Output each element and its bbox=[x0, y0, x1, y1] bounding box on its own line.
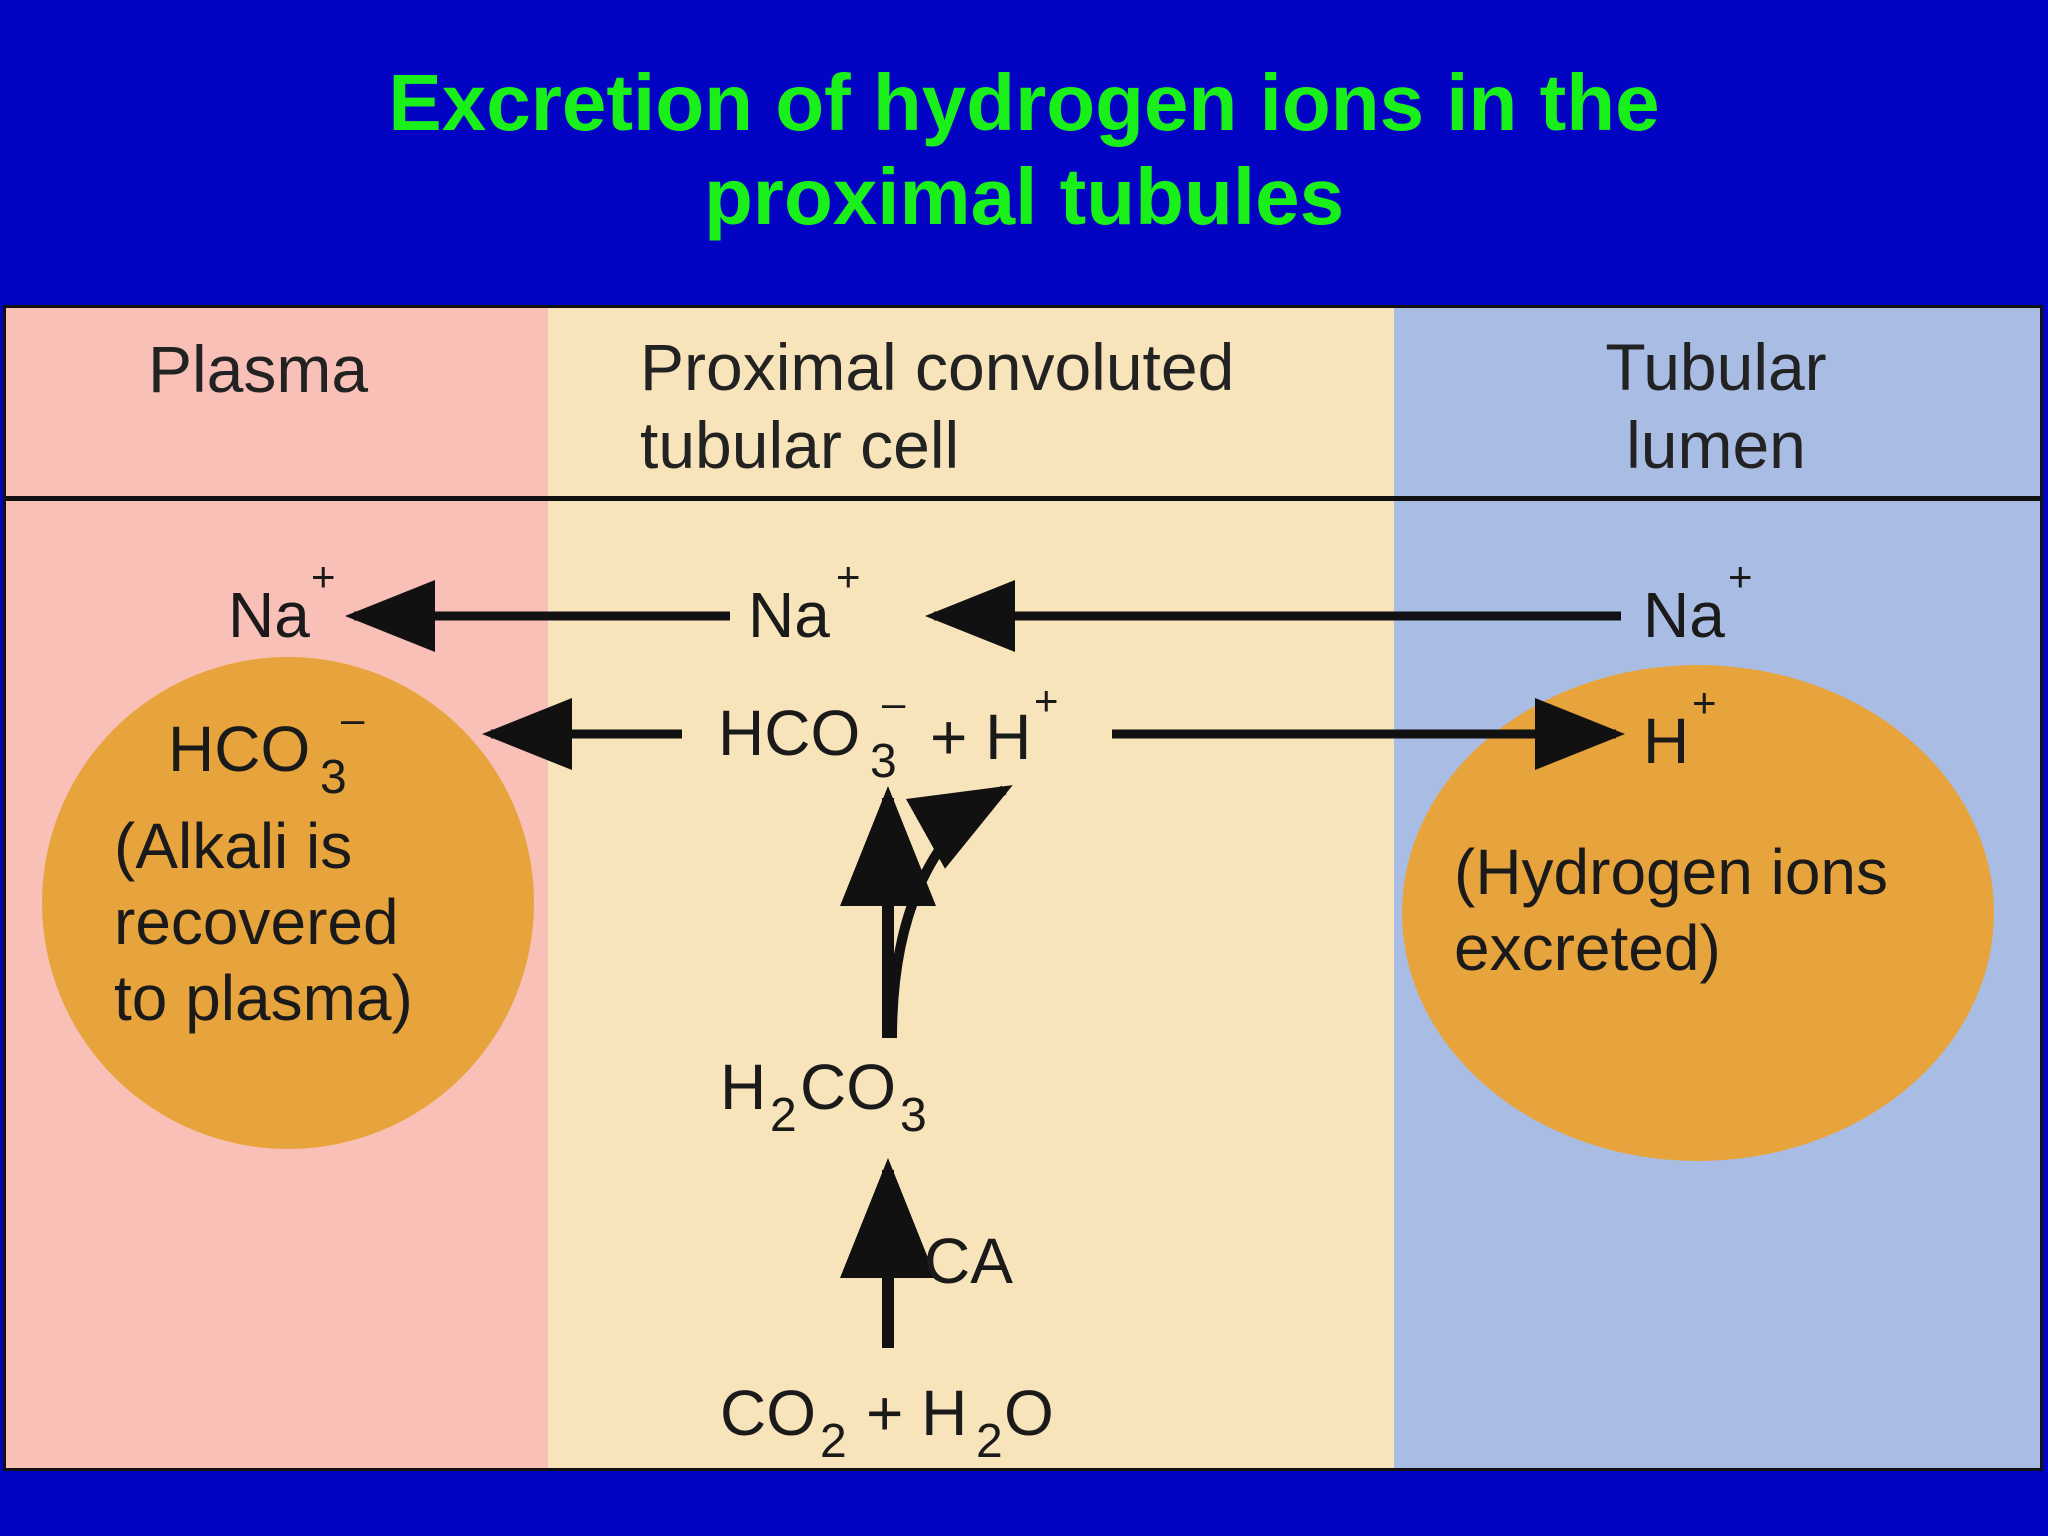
h2co3-co: CO bbox=[800, 1051, 896, 1123]
plasma-note-line-3: to plasma) bbox=[114, 962, 413, 1034]
plasma-note: (Alkali is recovered to plasma) bbox=[114, 808, 413, 1036]
hco3-plasma-subscript: 3 bbox=[320, 751, 347, 804]
slide-title: Excretion of hydrogen ions in the proxim… bbox=[0, 56, 2048, 244]
h-lumen: H bbox=[1643, 705, 1690, 777]
plus-h-cell: + H bbox=[930, 701, 1032, 773]
header-divider bbox=[6, 496, 2040, 501]
arrow-h2co3-to-h bbox=[887, 785, 1013, 1039]
header-cell-line-2: tubular cell bbox=[640, 408, 960, 482]
tubular-cell-column bbox=[548, 308, 1394, 1468]
title-line-1: Excretion of hydrogen ions in the bbox=[388, 58, 1660, 147]
lumen-circle bbox=[1402, 665, 1994, 1161]
h2o-subscript: 2 bbox=[976, 1415, 1003, 1468]
header-plasma: Plasma bbox=[148, 332, 369, 406]
co2-subscript: 2 bbox=[820, 1415, 847, 1468]
lumen-note-line-2: excreted) bbox=[1454, 912, 1721, 984]
h2co3-subscript-2: 2 bbox=[770, 1089, 797, 1142]
h2o-o: O bbox=[1004, 1377, 1054, 1449]
hco3-plasma: HCO bbox=[168, 713, 311, 785]
lumen-note-line-1: (Hydrogen ions bbox=[1454, 836, 1888, 908]
na-lumen-charge: + bbox=[1728, 553, 1753, 600]
hco3-plasma-charge: – bbox=[341, 695, 365, 742]
h2co3-subscript-3: 3 bbox=[900, 1089, 927, 1142]
plus-h2o-h: + H bbox=[866, 1377, 968, 1449]
lumen-note: (Hydrogen ions excreted) bbox=[1454, 834, 1888, 986]
h-lumen-charge: + bbox=[1692, 679, 1717, 726]
h2co3-h: H bbox=[720, 1051, 767, 1123]
hco3-cell-subscript: 3 bbox=[870, 735, 897, 788]
hco3-cell: HCO bbox=[718, 697, 861, 769]
title-line-2: proximal tubules bbox=[703, 152, 1345, 241]
plasma-circle bbox=[42, 657, 534, 1149]
plasma-note-line-2: recovered bbox=[114, 886, 399, 958]
header-lumen-line-2: lumen bbox=[1626, 408, 1806, 482]
hco3-cell-charge: – bbox=[882, 679, 906, 726]
na-lumen: Na bbox=[1643, 579, 1725, 651]
header-cell-line-1: Proximal convoluted bbox=[640, 330, 1235, 404]
carbonic-anhydrase-label: CA bbox=[924, 1225, 1013, 1297]
diagram-panel: Plasma Proximal convoluted tubular cell … bbox=[3, 305, 2043, 1471]
na-plasma-charge: + bbox=[311, 553, 336, 600]
header-cell: Proximal convoluted tubular cell bbox=[640, 328, 1234, 484]
header-lumen: Tubular lumen bbox=[1566, 328, 1866, 484]
co2-label: CO bbox=[720, 1377, 816, 1449]
diagram-graphics bbox=[42, 580, 1994, 1348]
header-lumen-line-1: Tubular bbox=[1605, 330, 1827, 404]
h-cell-charge: + bbox=[1034, 677, 1059, 724]
plasma-note-line-1: (Alkali is bbox=[114, 810, 353, 882]
na-plasma: Na bbox=[228, 579, 310, 651]
na-cell: Na bbox=[748, 579, 830, 651]
na-cell-charge: + bbox=[836, 553, 861, 600]
